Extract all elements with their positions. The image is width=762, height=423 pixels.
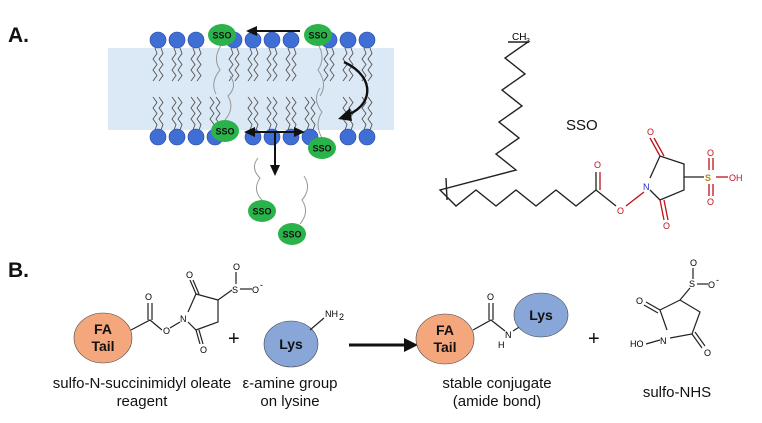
svg-text:O: O [690,258,697,268]
caption-sulfo-nhs: sulfo-NHS [643,384,711,401]
svg-text:O: O [233,262,240,272]
sso-molecule: SSO [304,24,332,97]
caption-reagent-line1: sulfo-N-succinimidyl oleate [53,375,231,392]
sso-molecule: SSO [208,24,236,95]
svg-text:-: - [716,275,719,285]
svg-text:SSO: SSO [212,31,231,41]
lateral-arrowhead-right [294,127,305,137]
svg-text:Lys: Lys [279,336,303,352]
sulfur-atom: S [705,173,711,183]
svg-text:SSO: SSO [308,31,327,41]
membrane-diagram: SSO SSO SSO SSO SSO SSO [108,24,394,245]
svg-text:-: - [260,280,263,290]
nhs-nitrogen: N [643,182,650,192]
reaction-arrowhead [404,338,418,352]
svg-text:H: H [498,340,505,350]
lipid-head [339,31,357,49]
svg-text:3: 3 [526,38,530,45]
sso-molecule: SSO [211,75,239,142]
plus-sign-2: + [588,328,600,350]
lateral-arrowhead-left [244,127,255,137]
oleate-chain [438,41,597,207]
svg-text:O: O [200,345,207,355]
svg-text:O: O [636,296,643,306]
svg-text:SSO: SSO [312,144,331,154]
lys-blob [263,320,319,368]
svg-text:SSO: SSO [282,230,301,240]
svg-text:O: O [647,127,654,137]
svg-text:O: O [707,197,714,207]
lipid-head [187,31,205,49]
lipid-head [168,128,186,146]
svg-text:O: O [163,326,170,336]
caption-reagent-line2: reagent [117,393,169,410]
svg-text:O: O [186,270,193,280]
ester-oxygen: O [594,160,601,170]
amide-nitrogen: N [505,330,512,340]
sso-structure: SSO CH 3 O O N O O S O O OH [438,32,743,231]
ester-link-oxygen: O [617,206,624,216]
svg-text:Tail: Tail [433,339,456,355]
lipid-head [282,31,300,49]
caption-lysine-line2: on lysine [260,393,319,410]
lipid-head [358,128,376,146]
lipid-head [149,128,167,146]
ch3-label: CH 3 [512,32,530,45]
panel-a-label: A. [8,24,29,47]
fa-tail-blob [415,313,475,365]
lipid-head [149,31,167,49]
svg-text:2: 2 [339,312,344,322]
lateral-arrowhead-top [246,26,257,36]
sulfo-nhs: N HO O O S O O - [630,258,719,358]
svg-text:S: S [689,279,695,289]
caption-conjugate-line2: (amide bond) [453,393,541,410]
svg-text:O: O [704,348,711,358]
caption-conjugate-line1: stable conjugate [442,375,551,392]
lipid-head [263,31,281,49]
fa-tail-blob [73,312,133,364]
caption-lysine-line1: ε-amine group [242,375,337,392]
svg-text:Tail: Tail [91,338,114,354]
reagent: FA Tail O O N O O S O O - [73,262,263,364]
panel-b-label: B. [8,259,29,282]
lipid-head [244,31,262,49]
lipid-head [187,128,205,146]
lipid-head [358,31,376,49]
conjugate: FA Tail O N H Lys [415,292,569,365]
svg-text:N: N [660,336,667,346]
svg-text:S: S [232,285,238,295]
sulfonate-oh: OH [729,173,743,183]
plus-sign-1: + [228,328,240,350]
svg-text:SSO: SSO [215,127,234,137]
sso-molecule: SSO [308,87,336,159]
lys-blob [513,292,569,338]
svg-text:O: O [252,285,259,295]
sso-molecule: SSO [248,157,276,222]
svg-text:O: O [708,280,715,290]
amine-group: NH [325,309,338,319]
svg-text:Lys: Lys [529,307,553,323]
lipid-head [168,31,186,49]
lysine: Lys NH 2 [263,309,344,368]
svg-text:O: O [145,292,152,302]
sso-structure-name: SSO [566,117,598,134]
release-arrowhead [270,165,280,176]
svg-text:SSO: SSO [252,207,271,217]
svg-text:O: O [663,221,670,231]
svg-text:CH: CH [512,32,526,43]
svg-text:FA: FA [94,321,112,337]
hydroxyl-group: HO [630,339,644,349]
svg-text:O: O [707,148,714,158]
sso-molecule: SSO [278,175,308,245]
svg-text:FA: FA [436,322,454,338]
svg-text:O: O [487,292,494,302]
svg-text:N: N [180,314,187,324]
lipid-head [339,128,357,146]
flip-flop-arrow [343,60,369,118]
flip-flop-arrowhead [338,108,352,121]
